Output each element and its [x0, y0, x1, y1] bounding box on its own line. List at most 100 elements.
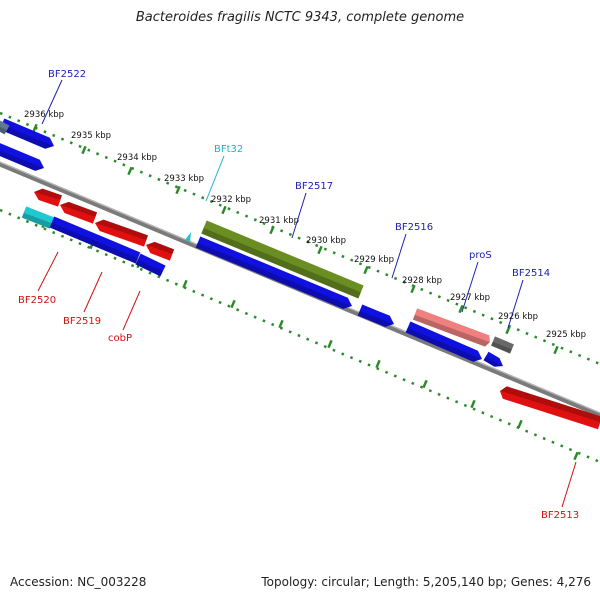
gene-red-2: [60, 201, 98, 224]
lower-tick: [182, 279, 188, 289]
tick-label: 2933 kbp: [164, 174, 204, 184]
trna-bft32: [185, 232, 191, 242]
accession-text: Accession: NC_003228: [10, 575, 147, 589]
gene-bf2522-body: [0, 118, 54, 149]
gene-bf2517-blue-shade: [195, 242, 352, 309]
gene-pros-blue-body: [405, 321, 482, 362]
gene-edge-grey-body: [0, 120, 10, 135]
gene-red-3-body: [95, 219, 148, 247]
gene-bf2514-grey-shade: [491, 341, 512, 354]
gene-label-leader: [461, 261, 479, 313]
gene-bf2517-olive: [201, 220, 364, 299]
tick-label: 2936 kbp: [24, 110, 64, 120]
gene-bf2516-body: [357, 304, 394, 327]
gene-pros-pink-shade: [412, 314, 490, 347]
gene-red-2-shade: [60, 201, 98, 218]
gene-label: proS: [469, 250, 492, 261]
gene-small-blue-body: [483, 351, 503, 367]
gene-cobp-blue-body: [135, 253, 166, 277]
gene-pros-pink: [412, 308, 490, 347]
gene-label-leader: [83, 271, 103, 313]
gene-cyan-lower: [21, 206, 55, 229]
gene-label-leader: [41, 79, 63, 125]
lower-tick: [422, 379, 428, 389]
gene-label-leader: [391, 233, 407, 279]
gene-small-blue-shade: [483, 356, 503, 367]
tick-label: 2928 kbp: [402, 276, 442, 286]
gene-red-2-body: [60, 201, 98, 224]
gene-edge-grey-shade: [0, 126, 7, 135]
gene-red-4: [146, 241, 175, 261]
gene-label: BFt32: [214, 144, 243, 155]
gene-bf2514-grey-body: [491, 336, 514, 354]
tick-label: 2930 kbp: [306, 236, 346, 246]
gene-forward-left: [0, 143, 44, 171]
ruler-tick-labels: 2936 kbp 2935 kbp 2934 kbp 2933 kbp 2932 kbp…: [24, 110, 586, 340]
gene-label-leader: [122, 290, 141, 331]
upper-tick: [458, 304, 464, 314]
gene-bf2514-grey: [491, 336, 514, 354]
upper-ruler-ticks: [32, 123, 559, 355]
upper-ruler-line: [0, 111, 600, 366]
gene-small-blue: [483, 351, 503, 367]
upper-tick: [127, 166, 133, 176]
gene-red-3: [95, 219, 148, 247]
gene-bf2516-shade: [357, 310, 394, 327]
lower-tick: [470, 399, 476, 409]
gene-label: BF2513: [541, 510, 579, 521]
map-title: Bacteroides fragilis NCTC 9343, complete…: [135, 10, 465, 25]
gene-cobp-blue-shade: [135, 259, 163, 277]
gene-bf2517-olive-body: [201, 220, 364, 299]
tick-label: 2931 kbp: [259, 216, 299, 226]
tick-label: 2929 kbp: [354, 255, 394, 265]
gene-bf2517-blue: [195, 236, 352, 309]
tick-label: 2926 kbp: [498, 312, 538, 322]
gene-label: BF2517: [295, 181, 333, 192]
gene-label: BF2520: [18, 295, 56, 306]
genome-summary-text: Topology: circular; Length: 5,205,140 bp…: [261, 575, 591, 589]
gene-bf2516: [357, 304, 394, 327]
gene-bf2517-blue-body: [195, 236, 352, 309]
tick-label: 2932 kbp: [211, 195, 251, 205]
gene-red-3-shade: [95, 219, 148, 241]
gene-label-leader: [291, 192, 307, 239]
gene-bf2522: [0, 118, 54, 149]
gene-red-1-shade: [34, 188, 62, 201]
tick-label: 2935 kbp: [71, 131, 111, 141]
tick-label: 2925 kbp: [546, 330, 586, 340]
gene-red-1-body: [34, 188, 62, 207]
gene-bf2519-blue: [49, 216, 141, 264]
upper-tick: [317, 245, 323, 255]
gene-forward-left-shade: [0, 150, 44, 171]
gene-bf2513-shade: [500, 386, 600, 422]
upper-tick: [553, 345, 559, 355]
gene-label-leader: [561, 461, 577, 508]
gene-label-leader: [37, 251, 59, 292]
gene-edge-grey: [0, 120, 10, 135]
upper-tick: [363, 265, 369, 275]
gene-pros-blue-shade: [405, 327, 482, 362]
gene-labels: BF2522BFt32BF2517BF2516proSBF2514BF2520B…: [18, 69, 579, 521]
lower-tick: [375, 359, 381, 369]
gene-bf2513: [500, 386, 600, 430]
upper-tick: [81, 145, 87, 155]
upper-tick: [505, 325, 511, 335]
gene-features: [0, 118, 600, 430]
gene-forward-left-body: [0, 143, 44, 171]
gene-cyan-lower-body: [21, 206, 55, 229]
tick-label: 2934 kbp: [117, 153, 157, 163]
lower-tick: [230, 299, 236, 309]
gene-label-leader: [507, 279, 524, 329]
gene-cobp-blue: [135, 253, 166, 277]
lower-tick: [278, 319, 284, 329]
gene-bf2513-body: [500, 386, 600, 430]
lower-tick: [327, 339, 333, 349]
lower-tick: [573, 451, 579, 461]
tick-label: 2927 kbp: [450, 293, 490, 303]
gene-red-4-body: [146, 241, 175, 261]
gene-red-1: [34, 188, 62, 207]
upper-tick: [221, 205, 227, 215]
lower-ruler-line: [0, 208, 600, 464]
gene-label: BF2522: [48, 69, 86, 80]
